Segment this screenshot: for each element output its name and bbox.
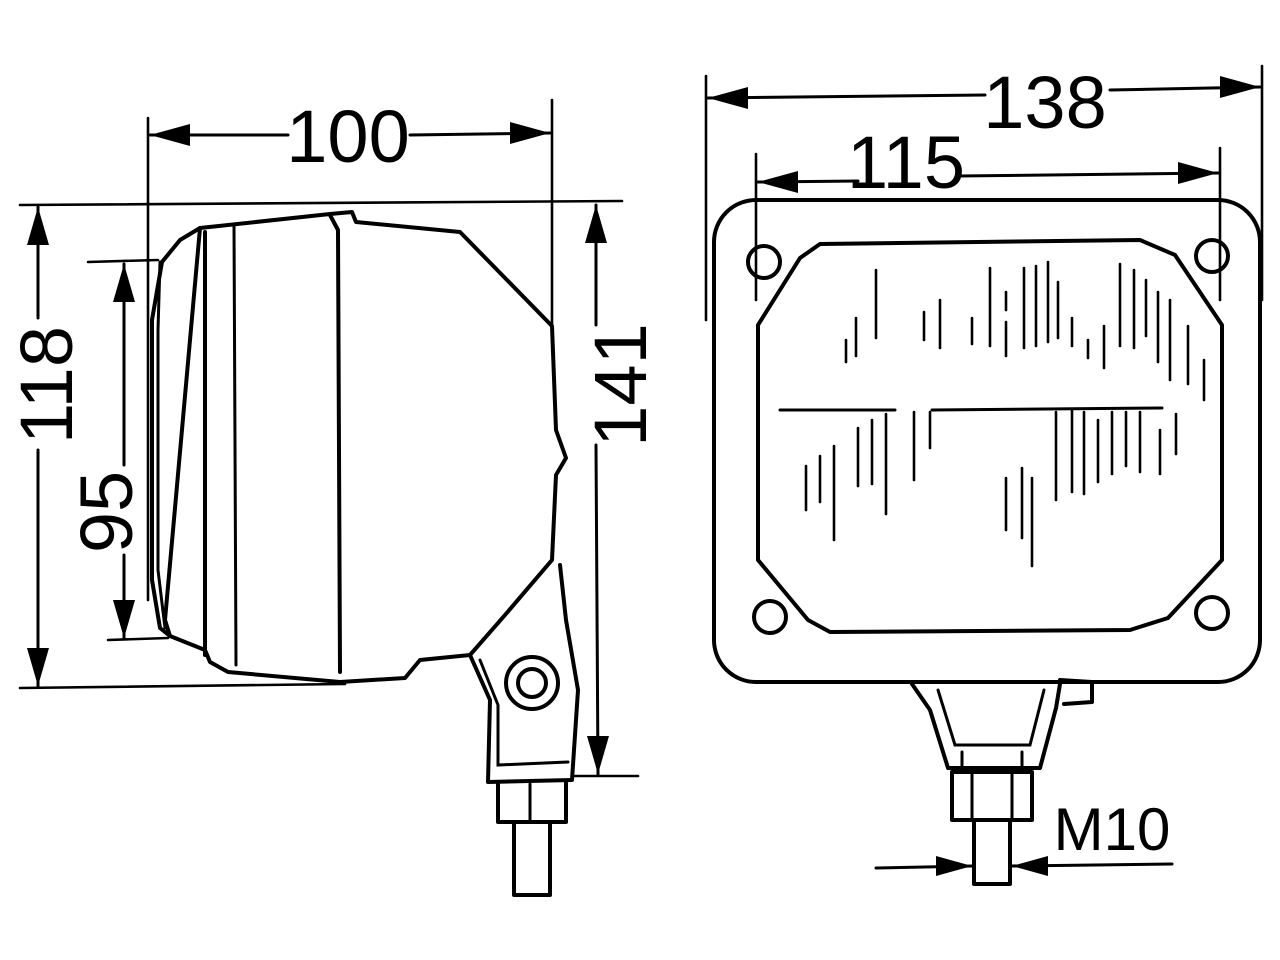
front-dimension-lines: 138 115 M10	[704, 61, 1264, 876]
arrow-115-left	[758, 171, 798, 193]
mounting-hole-bottom-right	[1194, 595, 1230, 631]
front-outer-frame	[712, 198, 1262, 684]
side-housing-outline	[163, 210, 568, 684]
side-bezel-line-2	[232, 223, 238, 667]
arrow-141-top	[585, 205, 607, 243]
front-mount-bracket	[910, 682, 1062, 770]
side-bracket-inner	[478, 658, 570, 767]
front-nut	[950, 770, 1034, 822]
front-view	[712, 198, 1262, 886]
side-pivot-bolt-inner	[516, 667, 548, 699]
arrow-138-right	[1220, 76, 1260, 98]
front-stud	[972, 818, 1012, 886]
side-dimension-lines: 100 118 95 141	[5, 95, 662, 778]
arrow-100-left	[150, 124, 190, 146]
side-nut	[496, 780, 568, 824]
dim-line-138-left	[706, 93, 987, 100]
dim-label-118: 118	[5, 326, 88, 444]
lens-optic-pattern-lower	[804, 408, 1178, 568]
side-mount-bracket	[468, 563, 580, 784]
arrow-95-top	[113, 264, 135, 302]
ext-line-95-top	[86, 258, 160, 264]
mounting-hole-top-right	[1194, 238, 1230, 274]
arrow-100-right	[510, 122, 550, 144]
dim-label-95: 95	[65, 471, 148, 553]
ext-line-118-top	[18, 199, 624, 207]
front-lens-outline	[756, 238, 1224, 634]
dim-label-141: 141	[579, 323, 662, 446]
arrow-115-right	[1178, 162, 1218, 184]
dim-line-115-right	[956, 171, 1220, 178]
arrow-95-bottom	[113, 600, 135, 638]
arrow-118-top	[27, 207, 49, 245]
ext-line-118-bottom	[18, 682, 347, 690]
arrow-118-bottom	[27, 648, 49, 686]
mounting-hole-top-left	[746, 244, 782, 280]
lens-optic-pattern-upper	[844, 260, 1206, 402]
side-lens-rim	[156, 260, 167, 630]
front-nut-faces	[970, 772, 1014, 820]
dim-label-m10: M10	[1054, 796, 1171, 863]
side-lens-front	[150, 226, 202, 638]
dim-label-115: 115	[847, 121, 965, 204]
arrow-m10-right	[1012, 856, 1048, 876]
front-bracket-tab	[1058, 678, 1094, 706]
side-housing-rear-edge	[550, 328, 558, 432]
arrow-138-left	[708, 87, 748, 109]
lens-cutoff-line	[778, 406, 1164, 412]
dim-line-141-bottom	[594, 443, 600, 776]
front-bracket-core	[960, 750, 1024, 772]
dim-label-138: 138	[983, 61, 1106, 144]
side-bezel-rear-line	[328, 213, 342, 674]
mounting-hole-bottom-left	[752, 599, 788, 635]
arrow-141-bottom	[587, 736, 609, 774]
side-pivot-bolt-outer	[504, 655, 560, 711]
side-stud	[512, 820, 552, 897]
dim-label-100: 100	[286, 95, 409, 178]
side-view	[150, 210, 580, 897]
arrow-m10-left	[936, 856, 972, 876]
front-bracket-inner	[936, 688, 1046, 747]
ext-line-95-bottom	[106, 636, 170, 642]
